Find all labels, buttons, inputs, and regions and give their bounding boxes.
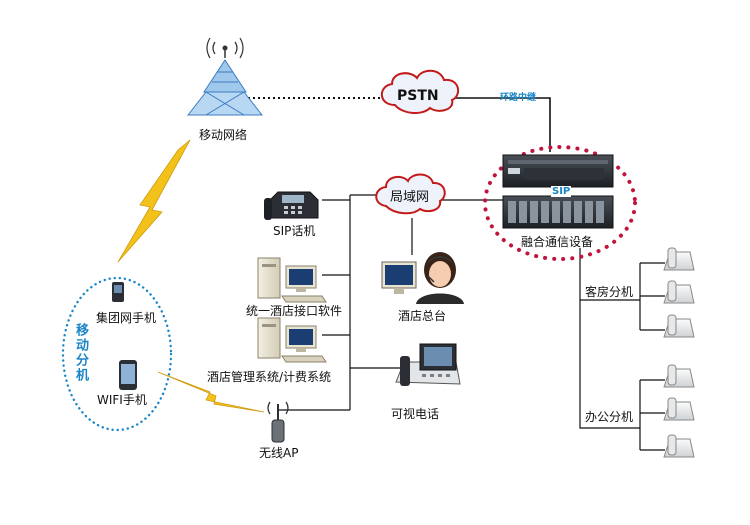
lightning-icon <box>157 371 265 413</box>
ip-phone-icon <box>264 191 319 220</box>
sip-label: SIP <box>551 186 572 197</box>
wireless-ap-label: 无线AP <box>259 446 299 460</box>
office-extension-label: 办公分机 <box>585 410 634 424</box>
operator-headset-icon <box>381 252 464 304</box>
mobile-tower-icon <box>186 37 264 116</box>
guest-extension-label: 客房分机 <box>585 285 634 299</box>
video-phone-icon <box>395 343 461 386</box>
desk-phone-icon <box>663 434 695 458</box>
sip-phone-label: SIP话机 <box>273 224 316 238</box>
desk-phone-icon <box>663 247 695 271</box>
video-phone-label: 可视电话 <box>391 407 440 421</box>
wifi-phone-label: WIFI手机 <box>97 393 147 407</box>
wireless-ap-icon <box>267 401 289 443</box>
pstn-cloud-icon <box>380 69 460 114</box>
server-rack-icon <box>483 145 637 261</box>
desk-phone-icon <box>663 314 695 338</box>
mobile-phone-icon <box>112 282 124 302</box>
pstn-device-link <box>455 97 551 152</box>
group-phone-label: 集团网手机 <box>96 311 157 325</box>
mobile-extension-label: 移动分机 <box>73 323 88 383</box>
lightning-icon <box>117 139 191 263</box>
desk-phone-icon <box>663 280 695 304</box>
trunk-label: 环路中继 <box>500 93 537 103</box>
mobile-extension-group <box>61 276 173 432</box>
ap-link <box>277 409 350 418</box>
desk-phone-icon <box>663 397 695 421</box>
desk-phone-icon <box>663 364 695 388</box>
lan-label: 局域网 <box>390 190 430 205</box>
mobile-phone-icon <box>119 360 137 390</box>
mobile-network-label: 移动网络 <box>199 128 248 142</box>
hotel-management-label: 酒店管理系统/计费系统 <box>207 370 332 384</box>
interface-software-label: 统一酒店接口软件 <box>246 304 343 318</box>
operator-label: 酒店总台 <box>398 309 447 323</box>
pc-workstation-icon <box>257 317 327 363</box>
extension-trunk <box>579 248 640 429</box>
pstn-label: PSTN <box>397 88 439 104</box>
connections <box>248 97 665 451</box>
unified-device-label: 融合通信设备 <box>521 235 594 249</box>
pc-workstation-icon <box>257 257 327 303</box>
lan-cloud-icon <box>375 173 446 215</box>
